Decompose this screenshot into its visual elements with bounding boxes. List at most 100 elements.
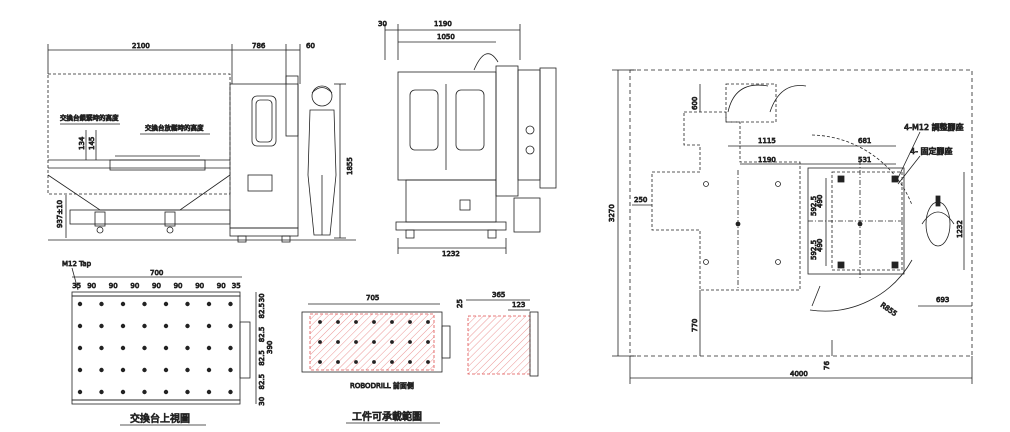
dim-365: 365 [492,291,505,299]
dim-1050: 1050 [437,33,455,41]
tap-hole [77,301,83,307]
label-m12-tap: M12 Tap [62,260,92,268]
tap-hole [120,323,126,329]
label-release-height: 交換台放鬆時的高度 [145,123,204,132]
dim-786: 786 [252,42,266,50]
tap-hole [99,301,104,307]
load-hole [372,360,376,364]
dim-681: 681 [858,137,871,145]
plan-view: 3270 4000 600 [608,69,973,384]
load-hole [336,320,340,324]
tap-hole [185,345,190,351]
dim-693: 693 [936,296,949,304]
dim-r855: R855 [879,301,899,318]
pitch-x-label: 35 [232,282,241,290]
tap-hole [142,389,147,395]
load-hole [372,320,376,324]
dim-1855: 1855 [346,157,354,175]
pitch-x-label: 35 [72,282,81,290]
dim-1232-plan: 1232 [956,220,964,238]
tap-hole [120,389,126,395]
load-range-holes [318,320,430,364]
load-hole [354,340,358,344]
tap-hole [206,345,212,351]
pitch-y-label: 30 [258,293,266,302]
load-hole [318,340,322,344]
dim-592-5-top: 592.5 [810,196,818,216]
dim-1190: 1190 [434,20,452,28]
dim-490-top: 490 [816,195,824,208]
tap-hole [206,301,212,307]
tap-hole [228,345,233,351]
load-hole [354,320,358,324]
tap-hole [185,389,190,395]
pallet-caption: 交換台上視圖 [130,412,190,425]
pitch-x-label: 90 [217,282,226,290]
tap-hole [142,367,147,373]
tap-hole [206,367,212,373]
dim-390: 390 [266,341,274,354]
dim-490-bottom: 490 [816,239,824,252]
label-robodrill-front: ROBODRILL 前面側 [350,381,414,390]
dim-25: 25 [456,299,464,308]
dim-600: 600 [691,97,699,110]
dim-2100: 2100 [132,42,150,50]
load-hole [318,320,322,324]
workpiece-load-range: 705 25 365 123 ROBODRILL 前面側 工件可承載範圍 [301,291,539,424]
dim-60: 60 [306,42,315,50]
pitch-y-label: 82.5 [258,303,266,319]
load-hole [426,320,430,324]
tap-hole [142,301,147,307]
load-hole [390,340,394,344]
load-hole [426,340,430,344]
tap-hole [99,389,104,395]
pitch-x-label: 90 [174,282,183,290]
dim-134: 134 [78,136,86,150]
tap-hole [77,367,83,373]
dim-1190-plan: 1190 [758,156,776,164]
pitch-x-label: 90 [152,282,161,290]
dim-3270: 3270 [608,204,616,222]
tap-hole [142,323,147,329]
dim-250: 250 [634,196,647,204]
load-hole [318,360,322,364]
tap-hole [206,389,212,395]
tap-hole [163,345,169,351]
load-hole [390,360,394,364]
tap-hole [228,367,233,373]
tap-hole [77,323,83,329]
load-range-caption: 工件可承載範圍 [352,410,422,423]
tap-hole [163,323,169,329]
pitch-y-label: 82.5 [258,327,266,343]
tap-hole [228,323,233,329]
pitch-x-label: 90 [87,282,96,290]
tap-hole [120,345,126,351]
dim-531: 531 [858,156,871,164]
tap-hole [163,301,169,307]
tap-hole [77,345,83,351]
pitch-x-label: 90 [109,282,118,290]
dim-705: 705 [366,294,379,302]
tap-hole [206,323,212,329]
front-view: 30 1190 1050 1232 [378,20,557,258]
dim-30: 30 [378,20,387,28]
tap-hole [228,389,233,395]
label-clamp-height: 交換台鎖緊時的高度 [60,113,119,122]
pitch-x-label: 90 [130,282,139,290]
load-hole [372,340,376,344]
load-hole [408,340,412,344]
tap-hole [185,323,190,329]
dim-1232-front: 1232 [442,250,460,258]
load-hole [354,360,358,364]
load-hole [426,360,430,364]
tap-hole [120,301,126,307]
pitch-y-label: 30 [258,397,266,406]
pitch-y-label: 82.5 [258,374,266,390]
dim-76: 76 [823,361,831,370]
dim-1115: 1115 [758,137,776,145]
load-hole [408,360,412,364]
tap-hole [99,367,104,373]
